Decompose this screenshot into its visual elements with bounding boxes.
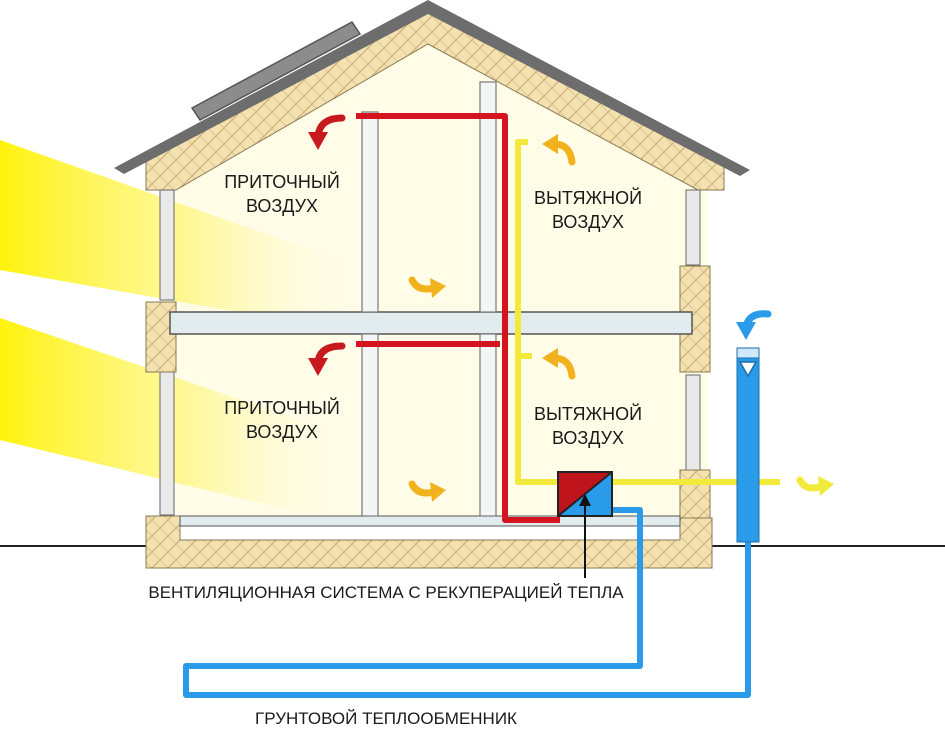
supply-duct bbox=[356, 113, 560, 523]
lower-right-room-label-line2: ВОЗДУХ bbox=[552, 428, 624, 448]
unit-pointer bbox=[579, 494, 591, 578]
air-intake-cap bbox=[736, 347, 760, 359]
ground-floor-slab bbox=[179, 515, 681, 527]
air-intake-filter-icon bbox=[738, 361, 758, 378]
upper-right-room-label-line2: ВОЗДУХ bbox=[552, 212, 624, 232]
curved-arrow-down-left-icon bbox=[308, 342, 346, 376]
curved-arrow-up-left-icon bbox=[542, 134, 576, 166]
lower-left-room-label-line1: ПРИТОЧНЫЙ bbox=[224, 397, 340, 418]
supply-duct-upper bbox=[356, 113, 560, 523]
upper-left-room-label-line1: ПРИТОЧНЫЙ bbox=[224, 171, 340, 192]
curved-arrow-down-icon bbox=[736, 310, 772, 340]
curved-arrow-up-left-icon bbox=[542, 348, 576, 380]
lower-left-room-label-line2: ВОЗДУХ bbox=[246, 422, 318, 442]
curved-arrow-down-left-icon bbox=[308, 114, 346, 150]
lower-right-room-label-line1: ВЫТЯЖНОЙ bbox=[534, 403, 642, 424]
ground-heat-exchanger-pipe bbox=[183, 507, 751, 698]
solar-panel bbox=[190, 21, 362, 121]
upper-right-room-label-line1: ВЫТЯЖНОЙ bbox=[534, 187, 642, 208]
ground-heat-exchanger-caption: ГРУНТОВОЙ ТЕПЛООБМЕННИК bbox=[255, 709, 517, 728]
wall-right-lower-post bbox=[685, 374, 701, 471]
floor-slab bbox=[169, 311, 693, 335]
outdoor-exhaust-arrow-icon bbox=[796, 476, 834, 496]
exhaust-duct-main bbox=[515, 139, 560, 485]
air-intake-column bbox=[736, 349, 760, 543]
wall-insulation-right-low bbox=[679, 469, 711, 519]
curved-arrow-right-icon bbox=[408, 480, 446, 502]
curved-arrow-right-icon bbox=[408, 276, 446, 298]
ground-pipe-loop bbox=[183, 507, 751, 698]
upper-left-room-label-line2: ВОЗДУХ bbox=[246, 196, 318, 216]
partitions bbox=[361, 81, 497, 517]
wall-left-lower-post bbox=[159, 369, 175, 516]
wall-right-upper-post bbox=[685, 189, 701, 266]
wall-left-upper-post bbox=[159, 189, 175, 301]
ventilation-system-caption: ВЕНТИЛЯЦИОННАЯ СИСТЕМА С РЕКУПЕРАЦИЕЙ ТЕ… bbox=[148, 583, 624, 602]
